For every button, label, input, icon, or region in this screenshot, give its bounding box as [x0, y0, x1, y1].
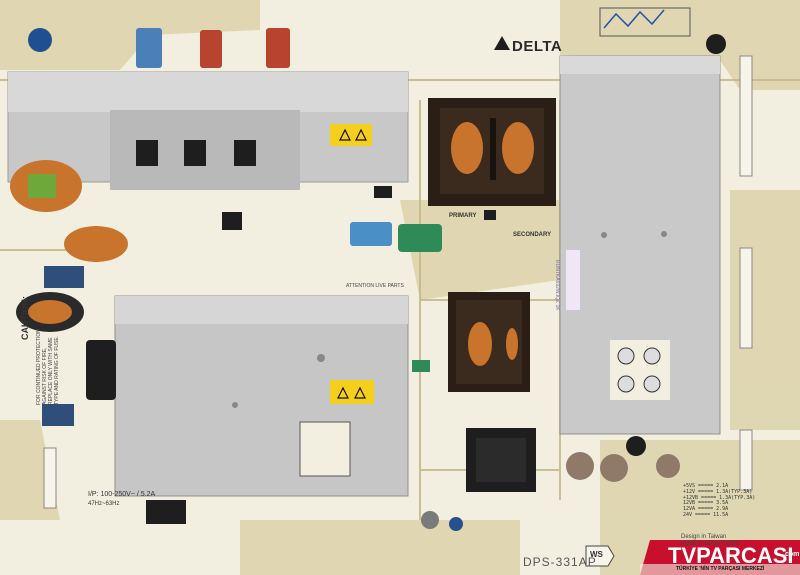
toroid-coil — [10, 160, 128, 332]
model-number: DPS-331AP — [523, 555, 597, 569]
small-components — [42, 7, 691, 524]
primary-label: PRIMARY — [449, 213, 477, 219]
output-spec-list: +5VS ===== 2.1A +12V ===== 1.3A(TYP.3A) … — [683, 483, 756, 519]
brand-logo-text: DELTA — [512, 38, 563, 55]
transformer-bottom — [466, 428, 536, 492]
spec-line: 12VB ===== 3.5A — [683, 500, 729, 507]
spec-line: 12VA ===== 2.9A — [683, 506, 729, 512]
spec-line: +12VB ===== 1.3A(TYP.3A) — [683, 494, 756, 501]
transformer-middle — [448, 292, 530, 392]
board-sticker — [566, 250, 580, 310]
heatsink-bottom — [114, 295, 409, 497]
watermark-tagline: TÜRKİYE 'NİN TV PARÇASI MERKEZİ — [676, 566, 765, 572]
input-frequency-label: 47Hz~63Hz — [88, 501, 120, 507]
hv-warning-label — [330, 124, 372, 146]
made-in-label: Made in China DCMP — [681, 541, 740, 547]
designed-in-label: Design in Taiwan — [681, 534, 727, 540]
capacitors — [28, 28, 726, 531]
attention-label: ATTENTION LIVE PARTS — [346, 283, 404, 289]
heatsink-right — [559, 55, 721, 435]
watermark-logo-text: TVPARCASI — [668, 543, 794, 568]
spec-line: +12V ===== 1.3A(TYP.3A) — [683, 488, 753, 495]
hv-warning-label — [330, 380, 374, 404]
caution-title: CAUTION: — [20, 296, 30, 340]
heatsink-slot — [234, 140, 256, 166]
heatsink-slot — [184, 140, 206, 166]
secondary-label: SECONDARY — [513, 232, 552, 238]
input-rating-label: I/P: 100-250V~ / 5.2A — [88, 491, 156, 498]
watermark-banner — [585, 540, 800, 575]
heatsink-top-left — [7, 71, 409, 190]
ws-mark: WS — [590, 550, 603, 559]
transformer-top — [428, 98, 556, 206]
spec-line: 24V ===== 11.5A — [683, 511, 729, 518]
heatsink-slot — [136, 140, 158, 166]
caution-text: FOR CONTINUED PROTECTION AGAINST RISK OF… — [36, 329, 60, 405]
spec-line: +5VS ===== 2.1A — [683, 483, 729, 489]
sticker-code: RUNTKA692WJQZ 1K — [554, 260, 560, 311]
watermark-suffix: .com — [783, 551, 800, 558]
connectors — [43, 55, 753, 509]
